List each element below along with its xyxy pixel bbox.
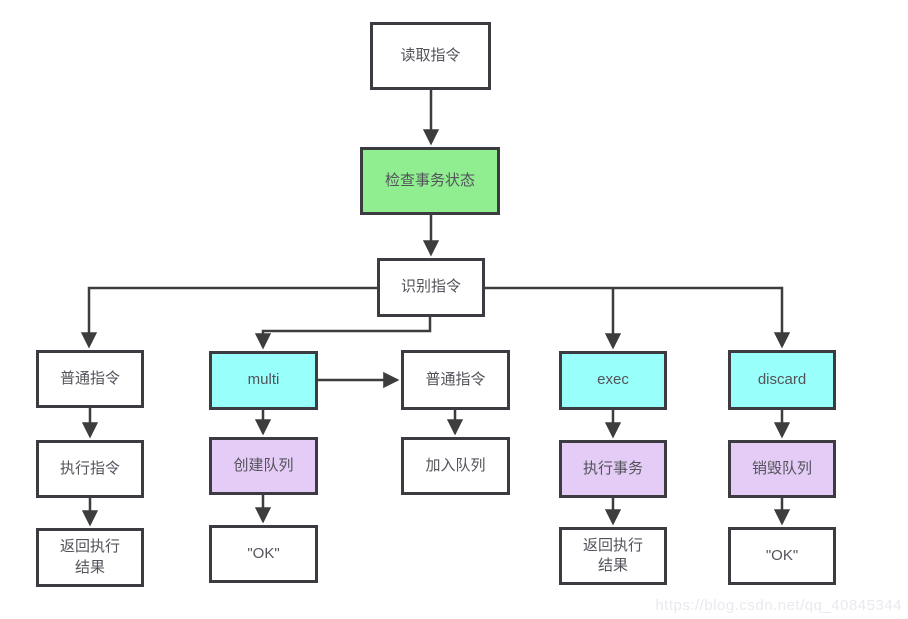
- node-execute-command-label: 执行指令: [59, 459, 120, 477]
- node-normal-command-left-label: 普通指令: [59, 369, 120, 387]
- node-multi-label: multi: [247, 371, 280, 389]
- node-exec-label: exec: [597, 371, 629, 389]
- node-normal-command-mid-label: 普通指令: [425, 370, 486, 388]
- node-discard-label: discard: [757, 370, 807, 388]
- node-join-queue: 加入队列: [401, 437, 510, 495]
- node-destroy-queue: 销毁队列: [728, 440, 836, 498]
- node-create-queue: 创建队列: [209, 437, 318, 495]
- node-normal-command-left: 普通指令: [36, 350, 144, 408]
- node-identify-command: 识别指令: [377, 258, 485, 317]
- node-destroy-queue-label: 销毁队列: [751, 459, 812, 477]
- node-return-result-left: 返回执行 结果: [36, 528, 144, 587]
- node-join-queue-label: 加入队列: [425, 456, 486, 474]
- node-return-result-right: 返回执行 结果: [559, 527, 667, 585]
- node-execute-transaction: 执行事务: [559, 440, 667, 498]
- node-ok-right: "OK": [728, 527, 836, 585]
- node-ok-left-label: "OK": [247, 544, 280, 562]
- node-check-transaction-state-label: 检查事务状态: [384, 171, 475, 189]
- node-return-result-left-label: 返回执行 结果: [59, 538, 120, 576]
- arrow-identify-to-multi: [254, 317, 432, 350]
- arrow-identify-to-discard: [485, 286, 791, 349]
- node-create-queue-label: 创建队列: [233, 456, 294, 474]
- node-check-transaction-state: 检查事务状态: [360, 147, 500, 215]
- csdn-watermark: https://blog.csdn.net/qq_40845344: [655, 597, 902, 614]
- node-read-command-label: 读取指令: [400, 46, 461, 64]
- arrow-identify-to-normal-left: [80, 286, 377, 349]
- node-execute-command: 执行指令: [36, 440, 144, 498]
- node-multi: multi: [209, 351, 318, 410]
- node-normal-command-mid: 普通指令: [401, 350, 510, 410]
- node-ok-right-label: "OK": [765, 546, 799, 564]
- node-discard: discard: [728, 350, 836, 410]
- node-return-result-right-label: 返回执行 结果: [582, 536, 643, 574]
- node-exec: exec: [559, 351, 667, 410]
- node-execute-transaction-label: 执行事务: [582, 459, 643, 477]
- node-identify-command-label: 识别指令: [400, 278, 461, 296]
- node-read-command: 读取指令: [370, 22, 491, 90]
- node-ok-left: "OK": [209, 525, 318, 583]
